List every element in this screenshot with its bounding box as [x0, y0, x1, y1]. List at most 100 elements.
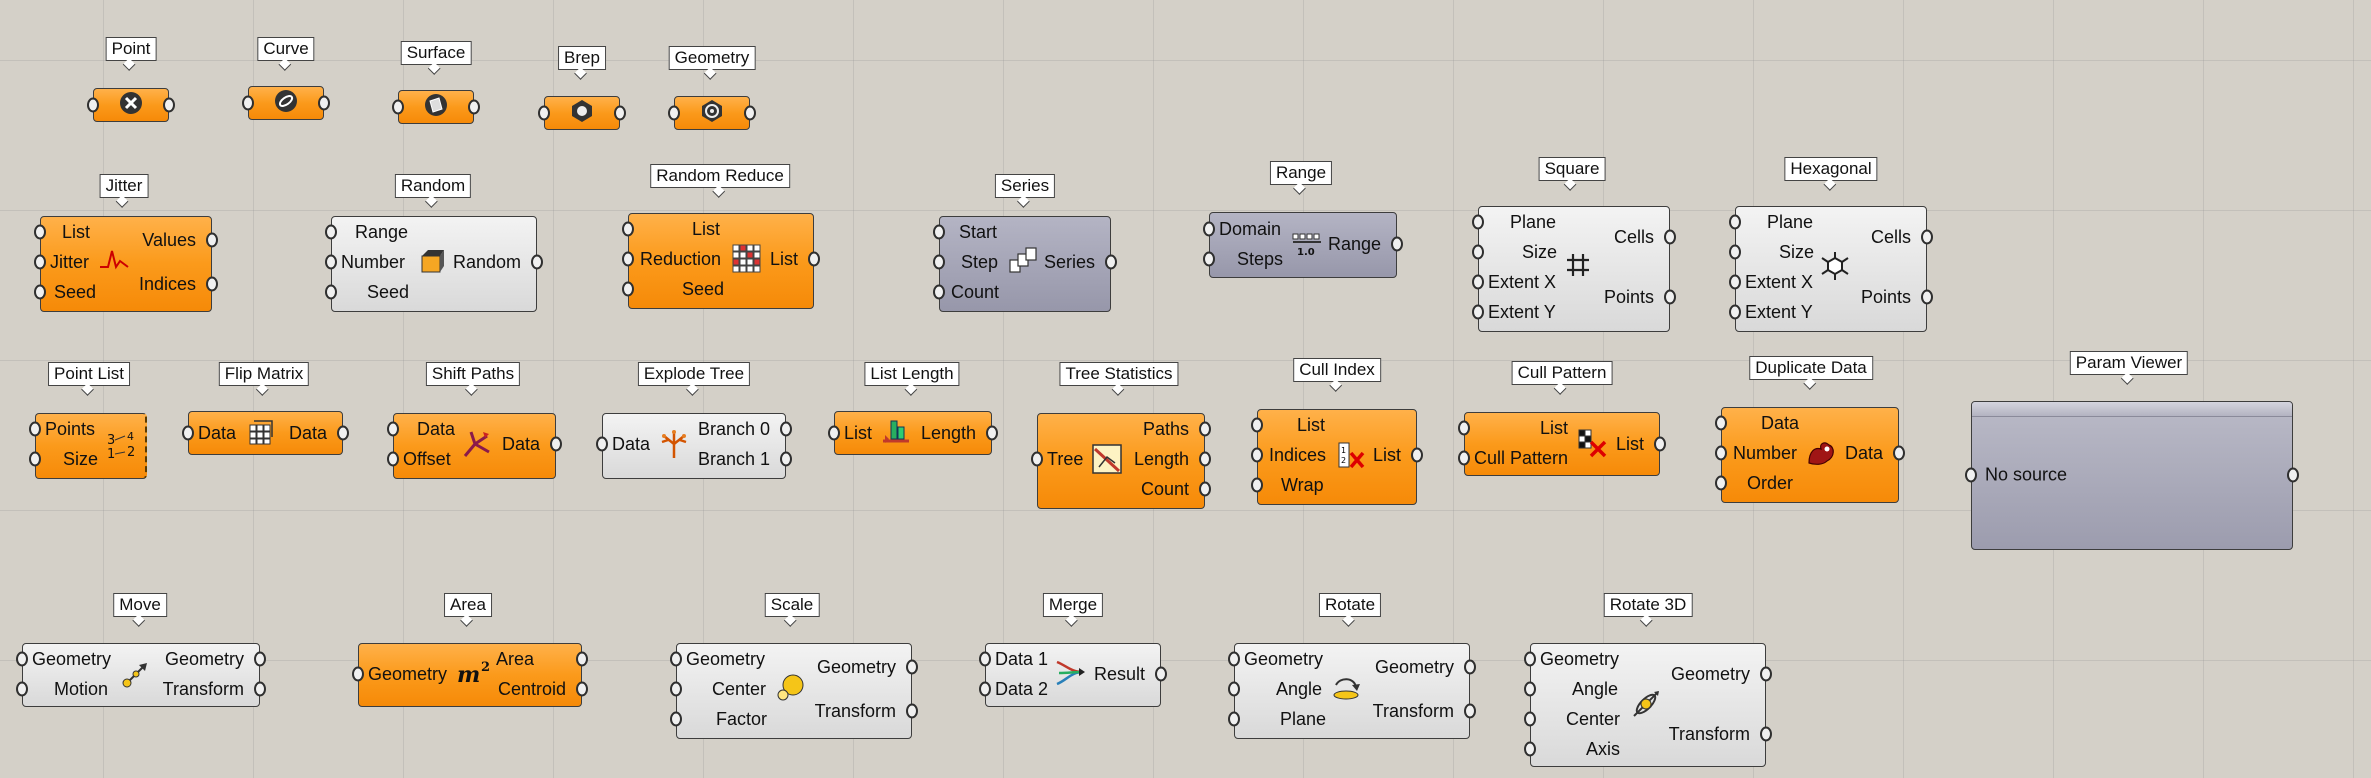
output-grip[interactable] [468, 99, 480, 115]
input-grip[interactable] [34, 224, 46, 240]
explode-tree-component[interactable]: Explode Tree Data Branch 0 Branch 1 [596, 362, 792, 479]
input-grip[interactable] [1031, 451, 1043, 467]
input-grip[interactable] [387, 451, 399, 467]
component-body[interactable] [1721, 407, 1899, 503]
input-grip[interactable] [622, 281, 634, 297]
output-grip[interactable] [254, 681, 266, 697]
input-grip[interactable] [670, 711, 682, 727]
range-component[interactable]: Range Domain Steps 1.0 Range [1203, 161, 1403, 278]
input-grip[interactable] [29, 451, 41, 467]
input-grip[interactable] [325, 284, 337, 300]
output-grip[interactable] [906, 703, 918, 719]
output-grip[interactable] [531, 254, 543, 270]
geometry-param[interactable]: Geometry [668, 46, 756, 130]
input-grip[interactable] [1228, 651, 1240, 667]
input-grip[interactable] [1729, 304, 1741, 320]
input-grip[interactable] [1715, 475, 1727, 491]
output-grip[interactable] [780, 451, 792, 467]
series-component[interactable]: Series Start Step Count Series [933, 174, 1117, 312]
output-grip[interactable] [337, 425, 349, 441]
input-grip[interactable] [87, 97, 99, 113]
input-grip[interactable] [670, 651, 682, 667]
output-grip[interactable] [1760, 666, 1772, 682]
component-body[interactable] [40, 216, 212, 312]
input-grip[interactable] [596, 436, 608, 452]
input-grip[interactable] [933, 254, 945, 270]
input-grip[interactable] [668, 105, 680, 121]
input-grip[interactable] [1203, 251, 1215, 267]
output-grip[interactable] [1664, 229, 1676, 245]
component-body[interactable] [834, 411, 992, 455]
input-grip[interactable] [1524, 651, 1536, 667]
component-body[interactable] [358, 643, 582, 707]
output-grip[interactable] [744, 105, 756, 121]
output-grip[interactable] [808, 251, 820, 267]
output-grip[interactable] [1921, 229, 1933, 245]
input-grip[interactable] [16, 681, 28, 697]
input-grip[interactable] [828, 425, 840, 441]
input-grip[interactable] [1472, 274, 1484, 290]
input-grip[interactable] [1965, 467, 1977, 483]
curve-param[interactable]: Curve [242, 37, 330, 120]
input-grip[interactable] [1715, 445, 1727, 461]
output-grip[interactable] [986, 425, 998, 441]
output-grip[interactable] [1664, 289, 1676, 305]
output-grip[interactable] [906, 659, 918, 675]
cull-pattern-component[interactable]: Cull Pattern List Cull Pattern List [1458, 361, 1666, 476]
tree-statistics-component[interactable]: Tree Statistics Tree Paths Length Count [1031, 362, 1211, 509]
component-body[interactable] [1971, 401, 2293, 550]
point-param[interactable]: Point [87, 37, 175, 122]
input-grip[interactable] [538, 105, 550, 121]
move-component[interactable]: Move Geometry Motion Geometry Transform [16, 593, 266, 707]
random-component[interactable]: Random Range Number Seed Random [325, 174, 543, 312]
input-grip[interactable] [1472, 304, 1484, 320]
output-grip[interactable] [1921, 289, 1933, 305]
input-grip[interactable] [325, 254, 337, 270]
component-body[interactable] [1234, 643, 1470, 739]
output-grip[interactable] [1155, 666, 1167, 682]
rotate-component[interactable]: Rotate Geometry Angle Plane Geometry Tra… [1228, 593, 1476, 739]
component-body[interactable] [35, 413, 147, 479]
input-grip[interactable] [182, 425, 194, 441]
input-grip[interactable] [1251, 417, 1263, 433]
flip-matrix-component[interactable]: Flip Matrix Data Data [182, 362, 349, 455]
component-body[interactable] [628, 213, 814, 309]
input-grip[interactable] [16, 651, 28, 667]
output-grip[interactable] [2287, 467, 2299, 483]
output-grip[interactable] [576, 651, 588, 667]
output-grip[interactable] [163, 97, 175, 113]
input-grip[interactable] [1203, 221, 1215, 237]
surface-param[interactable]: Surface [392, 41, 480, 124]
input-grip[interactable] [1524, 711, 1536, 727]
output-grip[interactable] [1391, 236, 1403, 252]
output-grip[interactable] [206, 276, 218, 292]
input-grip[interactable] [34, 284, 46, 300]
output-grip[interactable] [1199, 481, 1211, 497]
input-grip[interactable] [29, 421, 41, 437]
input-grip[interactable] [979, 651, 991, 667]
output-grip[interactable] [576, 681, 588, 697]
list-length-component[interactable]: List Length List Length [828, 362, 998, 455]
merge-component[interactable]: Merge Data 1 Data 2 Result [979, 593, 1167, 707]
component-body[interactable] [1464, 412, 1660, 476]
square-component[interactable]: Square Plane Size Extent X Extent Y Cell… [1472, 157, 1676, 332]
input-grip[interactable] [1729, 214, 1741, 230]
hexagonal-component[interactable]: Hexagonal Plane Size Extent X Extent Y C… [1729, 157, 1933, 332]
output-grip[interactable] [1199, 451, 1211, 467]
output-grip[interactable] [1893, 445, 1905, 461]
output-grip[interactable] [1654, 436, 1666, 452]
output-grip[interactable] [1411, 447, 1423, 463]
input-grip[interactable] [1524, 681, 1536, 697]
input-grip[interactable] [1715, 415, 1727, 431]
input-grip[interactable] [1524, 741, 1536, 757]
output-grip[interactable] [1199, 421, 1211, 437]
component-body[interactable] [22, 643, 260, 707]
random-reduce-component[interactable]: Random Reduce List Reduction Seed List [622, 164, 820, 309]
output-grip[interactable] [254, 651, 266, 667]
output-grip[interactable] [1760, 726, 1772, 742]
input-grip[interactable] [1251, 477, 1263, 493]
duplicate-data-component[interactable]: Duplicate Data Data Number Order Data [1715, 356, 1905, 503]
input-grip[interactable] [1458, 450, 1470, 466]
input-grip[interactable] [325, 224, 337, 240]
